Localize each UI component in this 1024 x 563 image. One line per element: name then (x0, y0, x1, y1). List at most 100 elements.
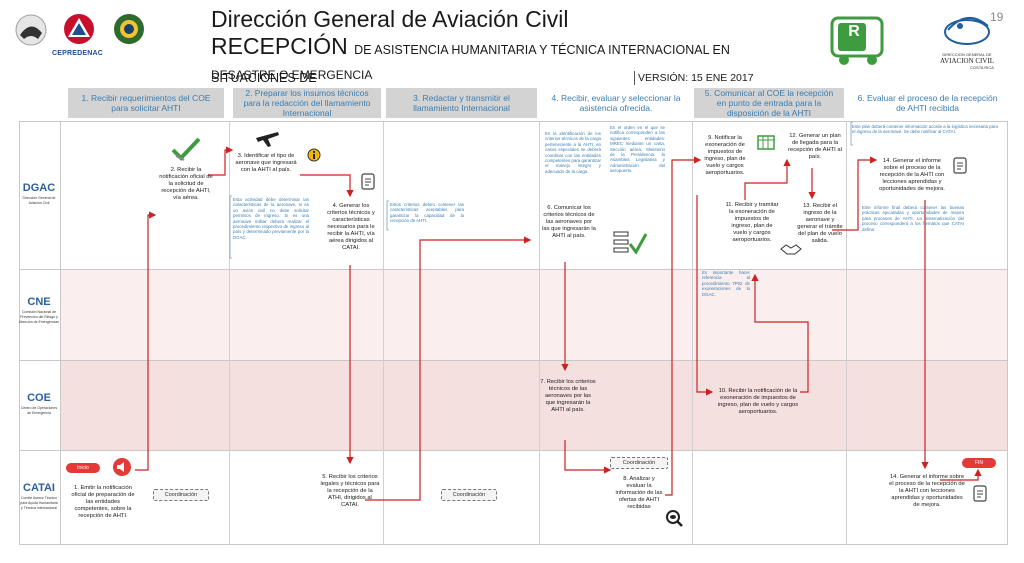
version-label: VERSIÓN: 15 ENE 2017 (634, 71, 754, 85)
step-8: 8. Analizar y evaluar la información de … (615, 476, 663, 510)
lane-label-catai: CATAI Comité Asesor Técnico para Ayuda H… (19, 482, 59, 511)
lane-divider (19, 360, 1008, 361)
column-divider (846, 121, 847, 545)
page-number: 19 (990, 10, 1004, 24)
checklist-icon (612, 228, 648, 261)
lane-dgac-bg (60, 121, 1008, 269)
bracket-note-col3 (386, 200, 389, 231)
note-col4b: En el orden en el que se notifica corres… (610, 125, 665, 174)
logos-left-icon (15, 14, 144, 46)
step-6: 6. Comunicar los criterios técnicos de l… (542, 205, 596, 239)
lane-label-dgac: DGAC Dirección General de Aviación Civil (19, 182, 59, 206)
note-col4a: En la identificación de los criterios té… (545, 131, 601, 174)
lane-description: Centro de Operaciones de Emergencia (20, 406, 58, 415)
step-14-catai: 14. Generar el informe sobre el proceso … (889, 474, 965, 508)
lane-catai-bg (60, 450, 1008, 545)
lane-name: CNE (27, 296, 51, 308)
arrow-13-14 (832, 156, 878, 231)
airplane-icon (254, 126, 280, 153)
dgac-globe-icon (944, 17, 990, 45)
bracket-note-col2 (229, 195, 232, 259)
column-header-5: 5. Comunicar al COE la recepción en punt… (694, 88, 844, 118)
arrow-14-fin (940, 468, 982, 481)
bracket-note-col6 (850, 121, 853, 146)
calendar-icon (757, 134, 775, 155)
dgac-logo: DIRECCION GENERAL DE AVIACION CIVIL COST… (932, 12, 1002, 76)
subtitle-small: DE ASISTENCIA HUMANITARIA Y TÉCNICA INTE… (211, 43, 730, 85)
column-divider (383, 121, 384, 545)
arrow-9-10 (696, 195, 714, 396)
lane-label-cne: CNE Comisión Nacional de Prevención del … (19, 296, 59, 325)
arrow-5-6 (365, 236, 532, 501)
column-header-1: 1. Recibir requerimientos del COE para s… (68, 88, 224, 118)
step-3: 3. Identificar el tipo de aeronave que i… (235, 153, 297, 173)
cepredenac-label: CEPREDENAC (52, 50, 104, 57)
coordination-box-3: Coordinación (610, 457, 668, 469)
step-11: 11. Recibir y tramitar la exoneración de… (725, 202, 779, 243)
step-9: 9. Notificar la exoneración de impuestos… (704, 135, 746, 176)
arrow-3-4 (300, 174, 354, 198)
arrow-7-8 (564, 440, 612, 474)
page-subtitle: RECEPCIÓN DE ASISTENCIA HUMANITARIA Y TÉ… (211, 34, 771, 90)
lane-description: Comité Asesor Técnico para Ayuda Humanit… (20, 496, 58, 510)
column-divider (692, 121, 693, 545)
r-letter: R (848, 23, 860, 40)
arrow-8-9 (665, 156, 702, 496)
lane-description: Dirección General de Aviación Civil (22, 196, 56, 205)
note-col6a: Este plan deberá contener información ac… (852, 124, 998, 135)
lane-divider (19, 121, 1008, 545)
step-1: 1. Emitir la notificación oficial de pre… (71, 485, 135, 519)
step-4: 4. Generar los criterios técnicos y cara… (327, 203, 375, 251)
coordination-box-1: Coordinación (153, 489, 209, 501)
lane-divider (19, 450, 1008, 451)
dgac-logo-line3: COSTA RICA (970, 65, 994, 70)
magnifier-eye-icon (664, 508, 684, 533)
report-icon-catai (970, 484, 990, 509)
arrow-2-3 (208, 146, 234, 176)
page-title: Dirección General de Aviación Civil (211, 6, 569, 32)
step-2: 2. Recibir la notificación oficial de la… (159, 167, 213, 201)
report-icon-dgac (950, 156, 970, 181)
note-col6b: Este informe final deberá contener las b… (862, 205, 964, 232)
lane-cne-bg (60, 269, 1008, 360)
column-header-3: 3. Redactar y transmitir el llamamiento … (386, 88, 537, 118)
lane-divider (19, 269, 1008, 270)
column-divider (539, 121, 540, 545)
lane-coe-bg (60, 360, 1008, 450)
dgac-logo-line1: DIRECCION GENERAL DE (942, 52, 992, 57)
hand-document-icon (358, 172, 378, 197)
coordination-box-2: Coordinación (441, 489, 497, 501)
truck-r-icon: R (828, 14, 892, 68)
speaker-icon (111, 457, 133, 482)
end-pill: FIN (962, 458, 996, 468)
handshake-icon (780, 242, 802, 260)
dgac-logo-line2: AVIACION CIVIL (939, 57, 995, 65)
column-header-2: 2. Preparar los insumos técnicos para la… (233, 88, 381, 118)
arrow-1-2 (135, 211, 157, 471)
step-5: 5. Recibir los criterios legales y técni… (320, 474, 380, 508)
checkmark-icon (170, 136, 202, 167)
subtitle-big: RECEPCIÓN (211, 33, 348, 59)
step-12: 12. Generar un plan de llegada para la r… (788, 133, 842, 160)
step-14-dgac: 14. Generar el informe sobre el proceso … (879, 158, 945, 192)
lane-description: Comisión Nacional de Prevención del Ries… (19, 310, 59, 324)
info-icon (307, 148, 321, 167)
lane-label-coe: COE Centro de Operaciones de Emergencia (19, 392, 59, 416)
lane-name: CATAI (23, 482, 55, 494)
lane-divider (60, 121, 61, 545)
column-divider (229, 121, 230, 545)
lane-name: COE (27, 392, 51, 404)
step-13: 13. Recibir el ingreso de la aeronave y … (797, 203, 843, 244)
lane-name: DGAC (22, 182, 56, 194)
column-header-4: 4. Recibir, evaluar y seleccionar la asi… (542, 88, 690, 118)
note-col2: Esta actividad debe determinar las carac… (233, 197, 309, 240)
arrow-10-11 (751, 273, 809, 393)
step-7: 7. Recibir los criterios técnicos de las… (540, 379, 596, 413)
column-header-6: 6. Evaluar el proceso de la recepción de… (849, 88, 1006, 118)
arrow-11-12 (744, 158, 791, 200)
start-pill: Inicio (66, 463, 100, 473)
step-10: 10. Recibir la notificación de la exoner… (717, 388, 799, 415)
note-col5: Es importante hacer referencia al proced… (702, 270, 750, 297)
subtitle-line2: DESASTRE O EMERGENCIA (211, 68, 373, 82)
